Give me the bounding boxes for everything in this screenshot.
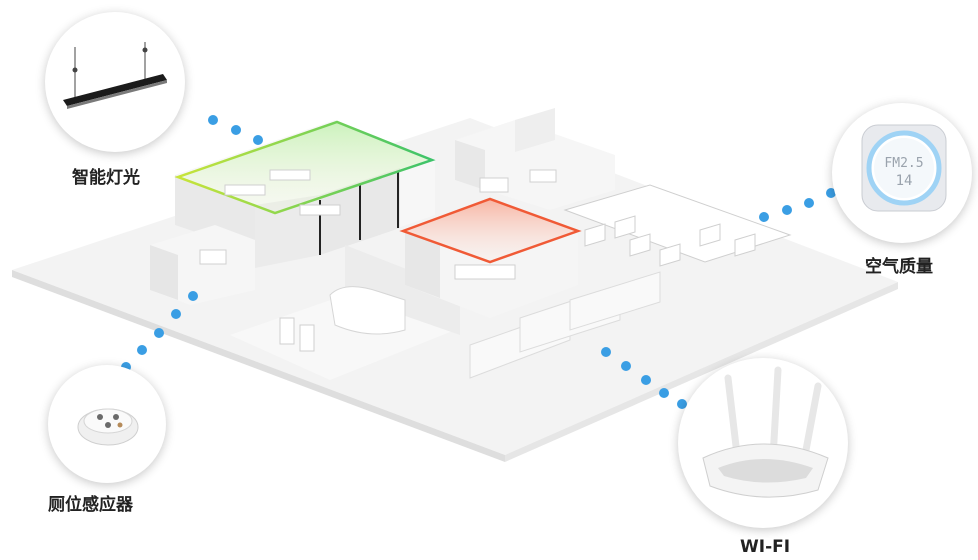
- smart-lighting-label: 智能灯光: [72, 168, 140, 188]
- ceiling-sensor-icon: [77, 408, 139, 446]
- router-icon: [702, 366, 829, 498]
- connector-air: [759, 188, 836, 222]
- meeting-room: [399, 197, 582, 318]
- air-sensor-reading-2: 14: [896, 173, 913, 189]
- connector-sensor: [121, 291, 198, 372]
- wifi-router-device: [678, 358, 848, 528]
- smart-lighting-device: [45, 12, 185, 152]
- connector-lighting: [208, 115, 263, 145]
- open-office-desks: [563, 184, 792, 267]
- toilet-sensor-device: [48, 365, 166, 483]
- linear-light-icon: [63, 42, 167, 109]
- connector-wifi: [601, 347, 687, 409]
- wifi-label: WI-FI: [740, 537, 791, 557]
- air-sensor-icon: FM2.5 14: [861, 124, 947, 212]
- left-room: [150, 225, 255, 305]
- locker-rows: [469, 271, 661, 379]
- air-quality-device: FM2.5 14: [832, 103, 972, 243]
- reception-area: [230, 245, 460, 380]
- air-quality-label: 空气质量: [865, 257, 933, 277]
- toilet-sensor-label: 厕位感应器: [48, 495, 133, 515]
- air-sensor-reading-1: FM2.5: [884, 156, 923, 171]
- lighting-room: [174, 120, 436, 268]
- back-right-rooms: [455, 108, 615, 210]
